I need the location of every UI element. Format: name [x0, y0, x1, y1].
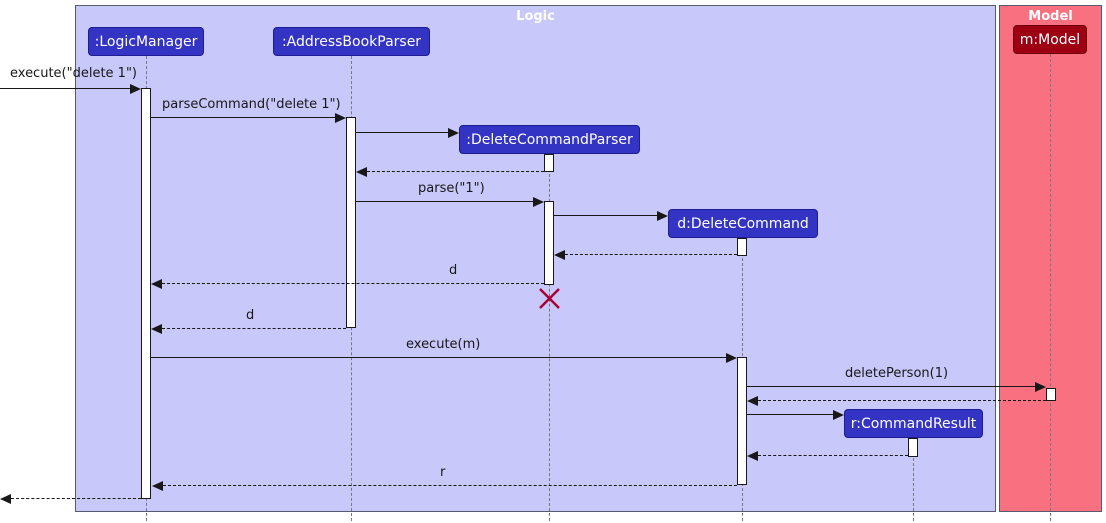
lifeline-model — [1050, 54, 1051, 521]
lifeline-delete-command-parser — [549, 154, 550, 521]
message-create-parser-line — [356, 132, 448, 133]
activation-delete-command-parser-create — [544, 154, 554, 172]
arrowhead-icon — [833, 410, 844, 420]
message-create-result-line — [747, 414, 833, 415]
message-execute-m-label: execute(m) — [406, 337, 481, 352]
arrowhead-icon — [151, 324, 162, 334]
message-return-d-parser-label: d — [449, 263, 458, 278]
message-parse-line — [356, 201, 533, 202]
logic-frame: Logic — [75, 5, 996, 512]
arrowhead-icon — [533, 197, 544, 207]
arrowhead-icon — [657, 211, 668, 221]
arrowhead-icon — [747, 396, 758, 406]
activation-model — [1046, 388, 1056, 401]
logic-frame-title: Logic — [516, 9, 555, 24]
message-execute-line — [0, 88, 130, 89]
message-create-command-line — [554, 215, 657, 216]
arrowhead-icon — [356, 167, 367, 177]
participant-command-result: r:CommandResult — [844, 409, 983, 438]
arrowhead-icon — [554, 250, 565, 260]
activation-logic-manager — [141, 88, 151, 499]
message-parse-label: parse("1") — [418, 181, 485, 196]
message-final-return-line — [11, 498, 141, 499]
activation-address-book-parser — [346, 117, 356, 328]
arrowhead-icon — [152, 481, 163, 491]
arrowhead-icon — [130, 84, 141, 94]
arrowhead-icon — [747, 451, 758, 461]
message-return-r-label: r — [440, 465, 446, 480]
activation-delete-command-parser-parse — [544, 201, 554, 285]
message-return-create-parser-line — [367, 171, 544, 172]
message-return-create-command-line — [565, 254, 737, 255]
message-parse-command-label: parseCommand("delete 1") — [162, 97, 341, 112]
destroy-x-icon — [539, 288, 560, 309]
message-parse-command-line — [151, 117, 335, 118]
arrowhead-icon — [0, 494, 11, 504]
arrowhead-icon — [1035, 382, 1046, 392]
message-return-d-abp-label: d — [246, 308, 255, 323]
activation-delete-command-create — [737, 238, 747, 256]
message-execute-m-line — [151, 357, 726, 358]
lifeline-command-result — [913, 438, 914, 521]
participant-delete-command: d:DeleteCommand — [668, 209, 818, 238]
message-delete-person-line — [747, 386, 1035, 387]
activation-delete-command-execute — [737, 357, 747, 485]
arrowhead-icon — [335, 113, 346, 123]
message-return-d-abp-line — [162, 328, 346, 329]
participant-model: m:Model — [1013, 25, 1087, 54]
participant-address-book-parser: :AddressBookParser — [273, 27, 430, 56]
message-delete-person-label: deletePerson(1) — [845, 366, 949, 381]
arrowhead-icon — [726, 353, 737, 363]
model-frame-title: Model — [1028, 9, 1073, 24]
message-return-model-line — [758, 400, 1046, 401]
activation-command-result — [908, 438, 918, 457]
arrowhead-icon — [151, 279, 162, 289]
participant-logic-manager: :LogicManager — [88, 27, 204, 56]
message-return-r-line — [163, 485, 737, 486]
message-execute-label: execute("delete 1") — [10, 66, 138, 81]
message-return-create-result-line — [758, 455, 908, 456]
participant-delete-command-parser: :DeleteCommandParser — [459, 125, 640, 154]
message-return-d-parser-line — [162, 283, 544, 284]
arrowhead-icon — [448, 128, 459, 138]
